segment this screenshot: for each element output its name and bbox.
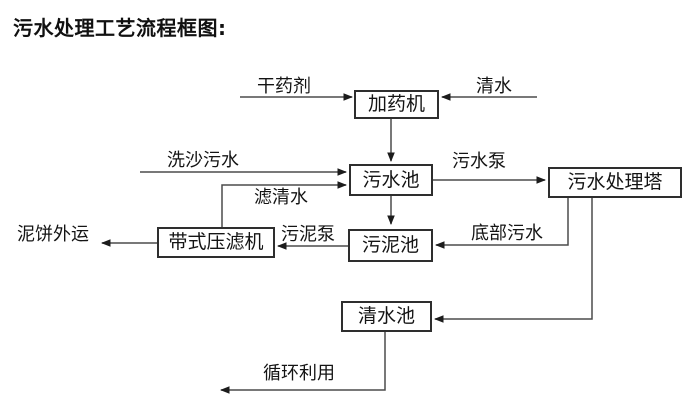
page-title: 污水处理工艺流程框图: — [13, 16, 227, 40]
node-treatment-tower: 污水处理塔 — [548, 167, 682, 198]
node-dosing-machine: 加药机 — [354, 90, 439, 119]
arrow-clean-water-pool-recycling — [220, 332, 386, 394]
edge-label-filtered-water: 滤清水 — [254, 187, 308, 208]
edge-label-mud-cake-transport: 泥饼外运 — [17, 224, 89, 245]
arrow-filtered-water-to-sewage-pool — [221, 181, 347, 227]
edge-label-sludge-pump: 污泥泵 — [281, 224, 335, 245]
node-belt-filter-press: 带式压滤机 — [157, 227, 275, 258]
edge-label-sewage-pump: 污水泵 — [452, 151, 506, 172]
node-sewage-pool: 污水池 — [349, 164, 433, 196]
node-clean-water-pool: 清水池 — [341, 301, 432, 332]
edge-label-clean-water: 清水 — [476, 76, 512, 97]
edge-label-bottom-sewage: 底部污水 — [471, 223, 543, 244]
edge-label-recycling: 循环利用 — [263, 363, 335, 384]
node-sludge-pool: 污泥池 — [348, 229, 433, 262]
edge-label-sand-wash-sewage: 洗沙污水 — [167, 150, 239, 171]
edge-label-dry-chemical: 干药剂 — [257, 76, 311, 97]
arrow-treatment-tower-to-clean-water-pool — [434, 198, 593, 323]
arrow-bottom-sewage-to-sludge-pool — [435, 198, 569, 249]
